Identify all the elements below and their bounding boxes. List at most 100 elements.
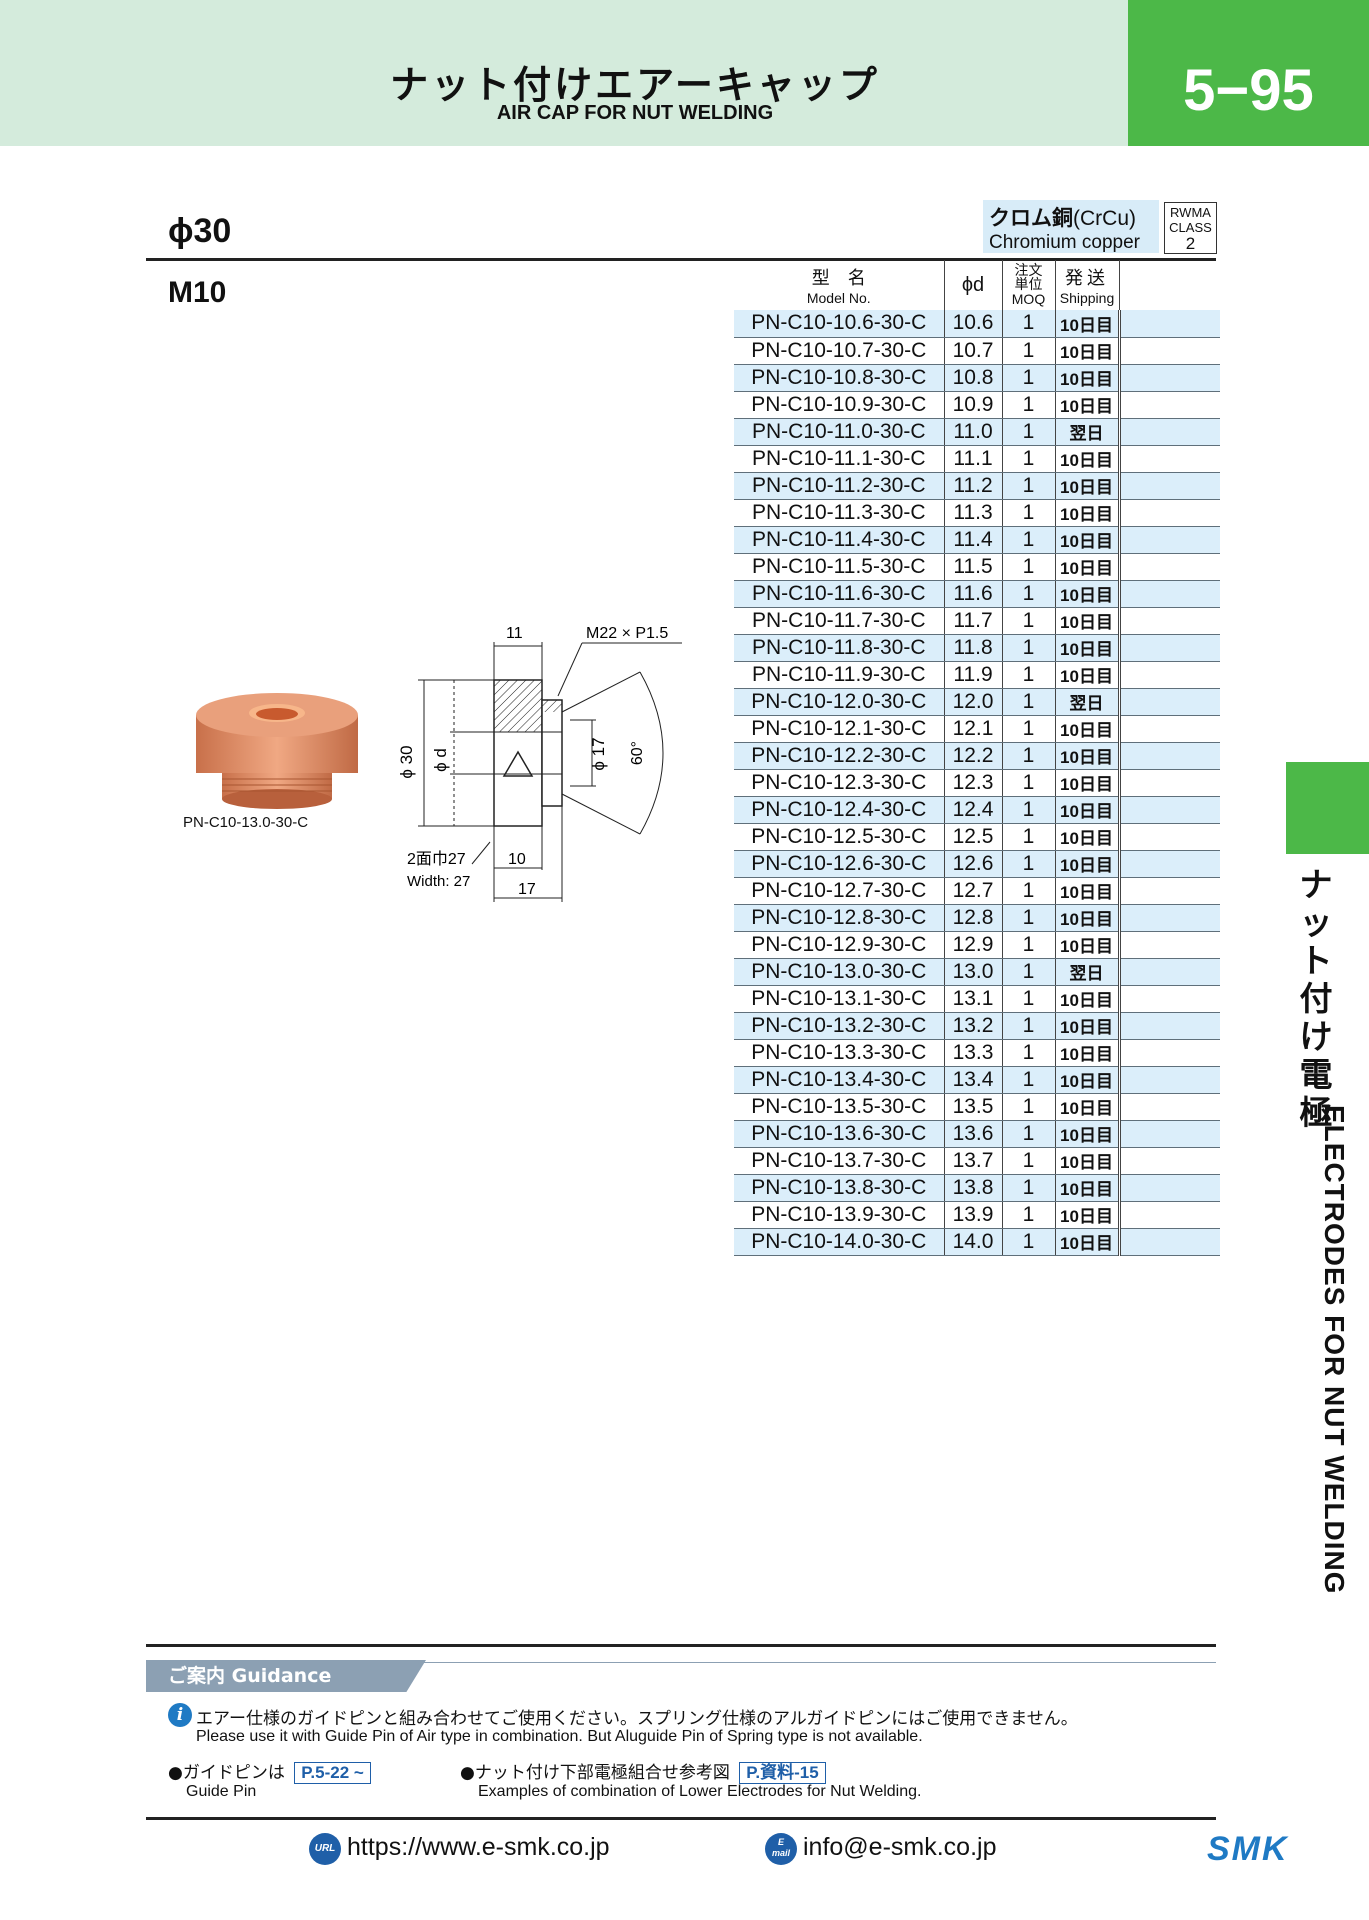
cell-phid: 13.5 <box>943 1093 1002 1121</box>
cell-shipping: 10日目 <box>1054 445 1119 473</box>
section-divider <box>146 258 1216 261</box>
cell-shipping: 10日目 <box>1054 364 1119 392</box>
product-photo <box>196 693 358 809</box>
cell-blank <box>1117 1201 1220 1229</box>
cell-phid: 11.8 <box>943 634 1002 662</box>
cell-model: PN-C10-11.3-30-C <box>734 499 944 527</box>
material-badge: クロム銅(CrCu) Chromium copper <box>983 200 1159 253</box>
cell-shipping: 10日目 <box>1054 472 1119 500</box>
dim-10-label: 10 <box>508 851 526 868</box>
cell-phid: 11.7 <box>943 607 1002 635</box>
cell-shipping: 10日目 <box>1054 769 1119 797</box>
cell-phid: 13.0 <box>943 958 1002 986</box>
guidance-top-rule <box>146 1644 1216 1647</box>
cell-shipping: 10日目 <box>1054 985 1119 1013</box>
cell-shipping: 10日目 <box>1054 1012 1119 1040</box>
cell-model: PN-C10-12.5-30-C <box>734 823 944 851</box>
cell-shipping: 10日目 <box>1054 904 1119 932</box>
cell-moq: 1 <box>1001 958 1055 986</box>
cell-blank <box>1117 1228 1220 1256</box>
cell-blank <box>1117 904 1220 932</box>
cell-model: PN-C10-12.0-30-C <box>734 688 944 716</box>
cell-blank <box>1117 1039 1220 1067</box>
cell-blank <box>1117 418 1220 446</box>
website-link[interactable]: https://www.e-smk.co.jp <box>347 1833 610 1861</box>
combo-en: Examples of combination of Lower Electro… <box>478 1783 922 1800</box>
cell-phid: 12.1 <box>943 715 1002 743</box>
cell-model: PN-C10-12.2-30-C <box>734 742 944 770</box>
cell-blank <box>1117 337 1220 365</box>
cell-shipping: 10日目 <box>1054 499 1119 527</box>
cell-model: PN-C10-11.5-30-C <box>734 553 944 581</box>
cell-phid: 13.3 <box>943 1039 1002 1067</box>
cell-phid: 10.7 <box>943 337 1002 365</box>
cell-moq: 1 <box>1001 1039 1055 1067</box>
cell-blank <box>1117 1093 1220 1121</box>
email-link[interactable]: info@e-smk.co.jp <box>803 1833 997 1861</box>
rwma-class-value: 2 <box>1185 234 1196 253</box>
cell-model: PN-C10-13.4-30-C <box>734 1066 944 1094</box>
cell-shipping: 10日目 <box>1054 310 1119 338</box>
cell-blank <box>1117 688 1220 716</box>
cell-moq: 1 <box>1001 445 1055 473</box>
combo-ref-link[interactable]: P.資料-15 <box>739 1762 826 1784</box>
cell-blank <box>1117 958 1220 986</box>
guidance-tab-rule <box>420 1662 1216 1663</box>
dim-11-label: 11 <box>506 625 523 642</box>
cell-model: PN-C10-10.8-30-C <box>734 364 944 392</box>
header-model: 型名 Model No. <box>806 268 884 306</box>
svg-text:SMK: SMK <box>1207 1832 1289 1864</box>
cell-phid: 13.2 <box>943 1012 1002 1040</box>
side-label-en: ELECTRODES FOR NUT WELDING <box>1319 1105 1350 1595</box>
cell-moq: 1 <box>1001 1201 1055 1229</box>
product-table: 型名 Model No. ϕd 注文 単位 MOQ 発送 Shipping PN… <box>734 260 1220 1256</box>
cell-phid: 13.7 <box>943 1147 1002 1175</box>
combo-label: ●ナット付け下部電極組合せ参考図 <box>460 1763 730 1783</box>
cell-shipping: 10日目 <box>1054 1201 1119 1229</box>
cell-moq: 1 <box>1001 796 1055 824</box>
cell-blank <box>1117 526 1220 554</box>
material-name-en: Chromium copper <box>989 232 1140 253</box>
guide-pin-ref-link[interactable]: P.5-22 ~ <box>294 1762 371 1784</box>
cell-moq: 1 <box>1001 364 1055 392</box>
cell-shipping: 10日目 <box>1054 1228 1119 1256</box>
cell-moq: 1 <box>1001 1174 1055 1202</box>
cell-phid: 13.4 <box>943 1066 1002 1094</box>
cell-moq: 1 <box>1001 1147 1055 1175</box>
cell-shipping: 10日目 <box>1054 715 1119 743</box>
cell-blank <box>1117 931 1220 959</box>
cell-blank <box>1117 499 1220 527</box>
cell-shipping: 10日目 <box>1054 931 1119 959</box>
cell-moq: 1 <box>1001 715 1055 743</box>
cell-model: PN-C10-12.3-30-C <box>734 769 944 797</box>
cell-moq: 1 <box>1001 418 1055 446</box>
cell-moq: 1 <box>1001 850 1055 878</box>
cell-phid: 12.3 <box>943 769 1002 797</box>
cell-phid: 12.7 <box>943 877 1002 905</box>
cell-model: PN-C10-13.1-30-C <box>734 985 944 1013</box>
cell-model: PN-C10-13.6-30-C <box>734 1120 944 1148</box>
cell-blank <box>1117 391 1220 419</box>
cell-phid: 11.2 <box>943 472 1002 500</box>
dim-angle-label: 60° <box>629 741 646 765</box>
cell-model: PN-C10-13.2-30-C <box>734 1012 944 1040</box>
cell-phid: 12.6 <box>943 850 1002 878</box>
cell-phid: 12.5 <box>943 823 1002 851</box>
cell-model: PN-C10-11.8-30-C <box>734 634 944 662</box>
cell-phid: 11.0 <box>943 418 1002 446</box>
